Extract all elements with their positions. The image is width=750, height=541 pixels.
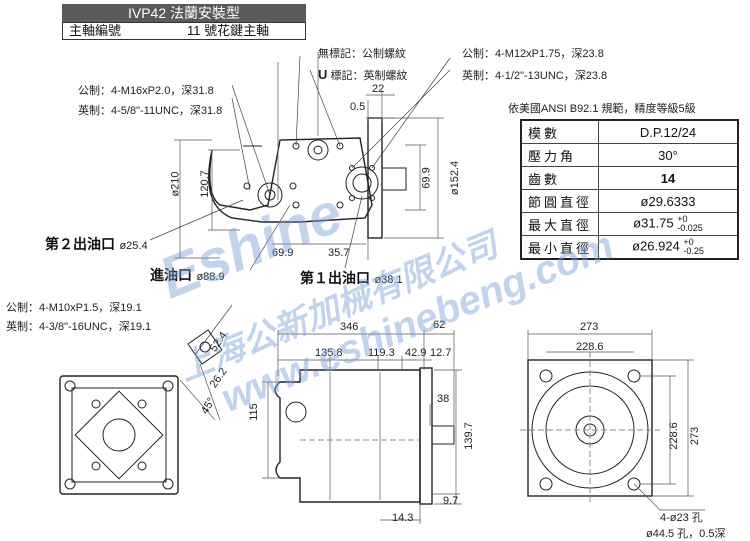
spec-value: ø26.924	[632, 238, 680, 254]
holes-note: 4-ø23 孔	[660, 512, 703, 524]
tolerance-upper: +0	[677, 214, 688, 224]
outlet-1-port: 第１出油口 ø38.1	[300, 268, 403, 288]
dim-273-right: 273	[689, 426, 702, 446]
spec-value: 30°	[598, 143, 739, 167]
flange-end-view	[59, 329, 223, 495]
tolerance-lower: -0.025	[677, 223, 703, 233]
shaft-label: 主軸編號	[69, 23, 122, 38]
spec-key: 節圓直徑	[520, 189, 599, 213]
top-right-metric-note: 公制：4-M12xP1.75，深23.8	[462, 48, 604, 60]
tolerance-upper: +0	[683, 237, 694, 247]
dim-210: ø210	[169, 171, 182, 197]
spec-key: 最大直徑	[520, 212, 599, 236]
top-right-imperial-note: 英制：4-1/2"-13UNC，深23.8	[462, 70, 608, 82]
top-left-metric-note: 公制：4-M16xP2.0，深31.8	[78, 85, 214, 97]
table-row: 模數 D.P.12/24	[520, 119, 739, 144]
dim-22: 22	[372, 83, 385, 95]
spec-value: ø31.75	[633, 215, 674, 231]
dim-119-3: 119.3	[368, 347, 395, 359]
inlet-port: 進油口 ø88.9	[150, 265, 225, 285]
top-left-imperial-note: 英制：4-5/8"-11UNC，深31.8	[78, 105, 223, 117]
outlet-2-label: 第２出油口	[45, 236, 115, 252]
table-row: 齒數 14	[520, 166, 739, 190]
spec-key: 模數	[520, 119, 599, 144]
table-row: 節圓直徑 ø29.6333	[520, 189, 739, 213]
spec-value: 14	[598, 166, 739, 190]
spec-key: 最小直徑	[520, 235, 599, 260]
imperial-mark-letter: U	[318, 67, 328, 82]
inlet-label: 進油口	[150, 267, 192, 283]
dim-14-3: 14.3	[392, 512, 414, 524]
imperial-mark-text: 標記：英制螺紋	[330, 70, 408, 82]
dim-38: 38	[437, 393, 450, 405]
dim-228-6-top: 228.6	[576, 341, 604, 353]
dim-228-6-right: 228.6	[667, 422, 680, 450]
metric-thread-note: 無標記：公制螺紋	[318, 48, 406, 60]
table-row: 壓力角 30°	[520, 143, 739, 167]
counterbore-note: ø44.5 孔，0.5深	[646, 528, 726, 540]
spec-value-with-tolerance: ø31.75 +0 -0.025	[598, 212, 739, 236]
table-row: 最小直徑 ø26.924 +0 -0.25	[520, 235, 739, 260]
dim-35-7: 35.7	[328, 247, 350, 259]
tolerance-lower: -0.25	[683, 246, 704, 256]
spec-value: D.P.12/24	[598, 119, 739, 144]
dim-9-7: 9.7	[443, 495, 459, 507]
outlet-1-size: ø38.1	[374, 274, 403, 286]
dim-62: 62	[433, 319, 446, 331]
spec-key: 壓力角	[520, 143, 599, 167]
outlet-2-size: ø25.4	[119, 240, 148, 252]
shaft-spec-box: 主軸編號 11 號花鍵主軸	[62, 22, 306, 40]
drawing-title: IVP42 法蘭安裝型	[62, 4, 306, 22]
inlet-size: ø88.9	[196, 271, 225, 283]
spline-standard-caption: 依美國ANSI B92.1 規範，精度等級5級	[508, 103, 696, 115]
dim-12-7: 12.7	[430, 347, 452, 359]
dim-273-top: 273	[580, 321, 599, 333]
outlet-1-label: 第１出油口	[300, 270, 370, 286]
left-metric-note: 公制：4-M10xP1.5，深19.1	[6, 302, 142, 314]
table-row: 最大直徑 ø31.75 +0 -0.025	[520, 212, 739, 236]
dim-152-4: ø152.4	[449, 160, 462, 196]
top-view-pump	[208, 117, 407, 239]
dim-346: 346	[340, 321, 359, 333]
dim-135-8: 135.8	[315, 347, 343, 359]
dim-42-9: 42.9	[405, 347, 427, 359]
dim-0-5: 0.5	[350, 101, 366, 113]
left-imperial-note: 英制：4-3/8"-16UNC，深19.1	[6, 321, 152, 333]
shaft-value: 11 號花鍵主軸	[187, 23, 270, 38]
dim-120-7: 120.7	[198, 170, 211, 198]
spec-value-with-tolerance: ø26.924 +0 -0.25	[598, 235, 739, 260]
side-view-pump	[274, 367, 455, 505]
outlet-2-port: 第２出油口 ø25.4	[45, 234, 148, 254]
spec-value: ø29.6333	[598, 189, 739, 213]
spec-key: 齒數	[520, 166, 599, 190]
spline-spec-table: 模數 D.P.12/24 壓力角 30° 齒數 14 節圓直徑 ø29.6333…	[520, 119, 739, 260]
dim-139-7: 139.7	[462, 422, 475, 450]
dim-69-9-horizontal: 69.9	[272, 247, 294, 259]
dim-69-9-vertical: 69.9	[420, 167, 433, 189]
imperial-thread-note: U 標記：英制螺紋	[318, 67, 407, 83]
front-view-flange	[520, 352, 660, 504]
